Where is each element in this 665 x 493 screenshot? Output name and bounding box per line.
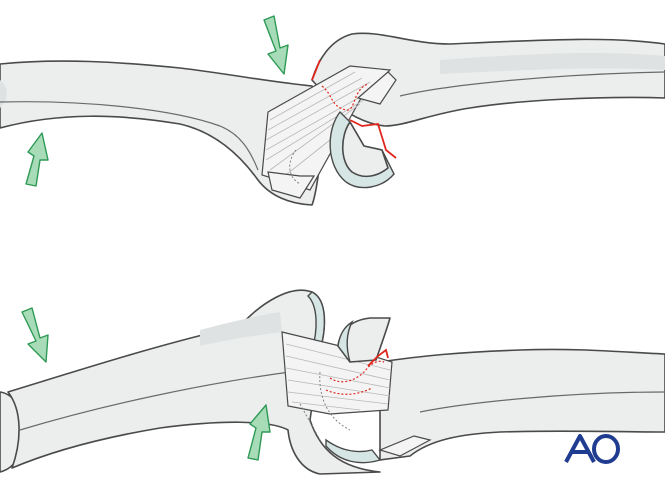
- bottom-fracture-line: [367, 348, 389, 367]
- top-fracture-line-2: [349, 119, 397, 159]
- top-arrow-down: [263, 15, 289, 75]
- bottom-fragment-cartilage: [337, 319, 354, 363]
- bottom-volar-plate: [378, 435, 432, 457]
- bottom-proximal-contour: [19, 371, 291, 431]
- top-fracture-line-1: [311, 59, 321, 81]
- bottom-arrow-down: [21, 307, 49, 363]
- top-volar-fragment-bone: [341, 121, 389, 178]
- bottom-panel: [0, 289, 665, 475]
- top-panel: [0, 15, 665, 206]
- bottom-distal-bone: [379, 348, 665, 461]
- top-distal-shade: [440, 53, 665, 74]
- top-proximal-bone: [0, 60, 331, 206]
- top-proximal-contour: [0, 101, 259, 171]
- bottom-volar-lip: [325, 438, 382, 464]
- bottom-hidden-contour: [299, 371, 351, 441]
- top-distal-contour: [399, 71, 665, 97]
- top-ligament: [261, 65, 392, 191]
- bottom-fracture-hidden: [325, 360, 385, 395]
- bottom-arrow-up: [247, 404, 271, 461]
- top-proximal-shade: [0, 80, 7, 108]
- bottom-ligament-fibres: [285, 343, 391, 411]
- top-lower-flap: [267, 171, 316, 199]
- ao-logo: [564, 434, 620, 464]
- bottom-proximal-shade: [200, 312, 282, 346]
- top-arrow-up: [25, 132, 49, 187]
- bottom-distal-contour: [419, 391, 665, 413]
- top-flap-fragment: [356, 71, 397, 105]
- top-ligament-fibres: [265, 71, 377, 179]
